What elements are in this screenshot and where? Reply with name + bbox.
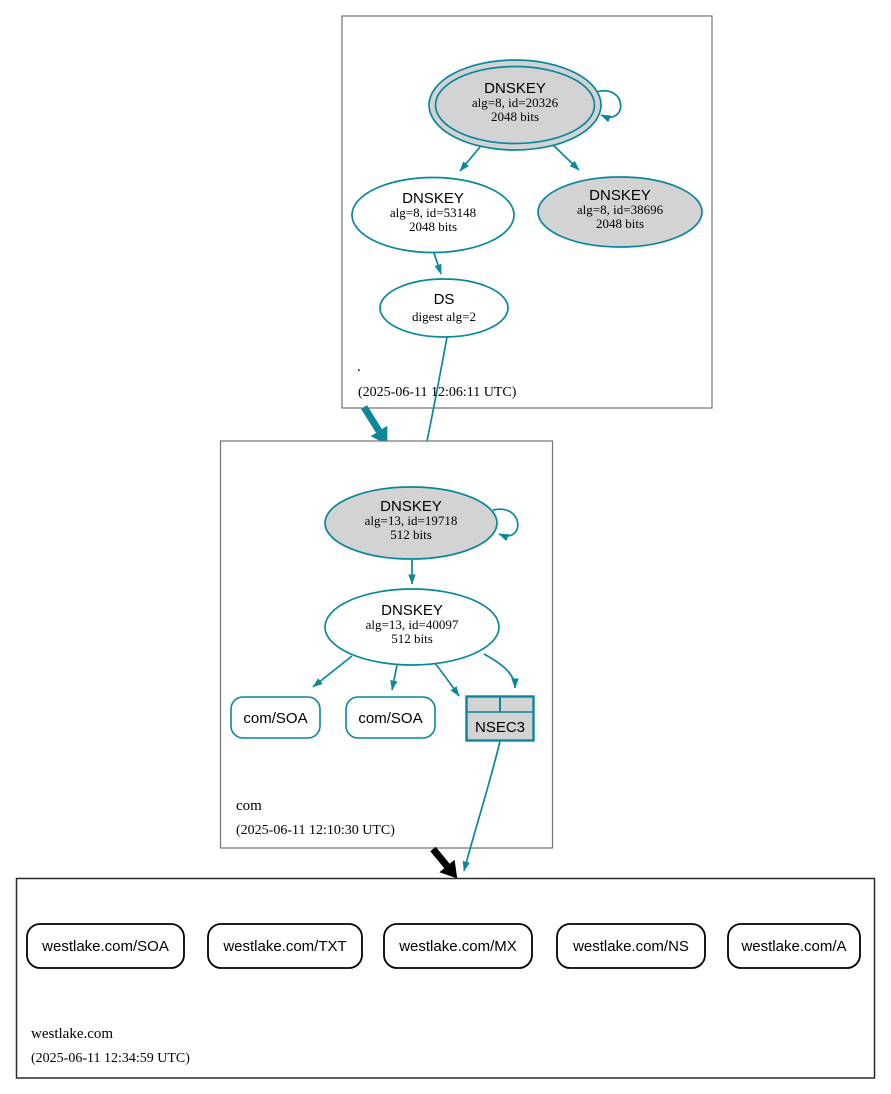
rrset-com-soa2-label: com/SOA <box>358 710 422 727</box>
zone-timestamp-root: (2025-06-11 12:06:11 UTC) <box>358 385 517 400</box>
dnskey-com-ksk-node[interactable]: DNSKEY alg=13, id=19718 512 bits <box>324 486 498 560</box>
edge-com-ksk-selfloop <box>492 508 519 542</box>
zone-label-com: com <box>236 798 262 814</box>
dnskey-com-ksk-detail1: alg=13, id=19718 <box>365 513 458 528</box>
rrset-westlake-ns-label: westlake.com/NS <box>572 938 689 955</box>
rrset-com-soa1-label: com/SOA <box>243 710 307 727</box>
rrset-westlake-a-node[interactable]: westlake.com/A <box>727 923 861 969</box>
dnskey-com-ksk-title: DNSKEY <box>380 498 442 515</box>
rrset-westlake-txt-node[interactable]: westlake.com/TXT <box>207 923 363 969</box>
edge-com-zsk-to-nsec3-right <box>483 653 519 689</box>
dnskey-root-ksk-detail2: 2048 bits <box>491 109 539 124</box>
edge-root-ksk-to-zsk <box>459 146 481 172</box>
dnskey-com-ksk-detail2: 512 bits <box>390 527 432 542</box>
rrset-westlake-ns-node[interactable]: westlake.com/NS <box>556 923 706 969</box>
dnskey-com-zsk-node[interactable]: DNSKEY alg=13, id=40097 512 bits <box>324 588 500 666</box>
dnskey-com-zsk-title: DNSKEY <box>381 602 443 619</box>
zone-timestamp-westlake: (2025-06-11 12:34:59 UTC) <box>31 1051 190 1066</box>
edge-com-zsk-to-nsec3-left <box>433 661 460 697</box>
ds-root-node[interactable]: DS digest alg=2 <box>379 278 509 338</box>
rrset-westlake-mx-node[interactable]: westlake.com/MX <box>383 923 533 969</box>
edge-com-zsk-to-soa2 <box>390 664 398 691</box>
rrset-westlake-a-label: westlake.com/A <box>740 938 846 955</box>
rrset-westlake-soa-node[interactable]: westlake.com/SOA <box>26 923 185 969</box>
dnskey-root-zsk-title: DNSKEY <box>402 190 464 207</box>
dnskey-root-ksk-detail1: alg=8, id=20326 <box>472 95 559 110</box>
dnskey-root-zsk-detail1: alg=8, id=53148 <box>390 205 476 220</box>
ds-root-title: DS <box>434 291 455 308</box>
dnskey-root-key2-detail2: 2048 bits <box>596 216 644 231</box>
edge-root-ksk-selfloop <box>595 89 622 123</box>
zone-label-westlake: westlake.com <box>31 1026 113 1042</box>
rrset-westlake-soa-label: westlake.com/SOA <box>41 938 169 955</box>
dnskey-root-ksk-node[interactable]: DNSKEY alg=8, id=20326 2048 bits <box>428 59 602 151</box>
dnskey-com-zsk-detail1: alg=13, id=40097 <box>366 617 459 632</box>
dnskey-root-key2-detail1: alg=8, id=38696 <box>577 202 664 217</box>
edge-nsec3-to-westlake <box>462 740 501 872</box>
rrset-westlake-mx-label: westlake.com/MX <box>398 938 517 955</box>
rrset-westlake-txt-label: westlake.com/TXT <box>222 938 346 955</box>
dnskey-root-ksk-title: DNSKEY <box>484 80 546 97</box>
zone-box-westlake <box>15 877 876 1079</box>
dnskey-root-zsk-node[interactable]: DNSKEY alg=8, id=53148 2048 bits <box>351 176 515 254</box>
ds-root-detail1: digest alg=2 <box>412 309 476 324</box>
dnskey-com-zsk-detail2: 512 bits <box>391 631 433 646</box>
nsec3-com-label: NSEC3 <box>475 719 525 736</box>
rrset-com-soa2-node[interactable]: com/SOA <box>345 696 436 739</box>
rrset-com-soa1-node[interactable]: com/SOA <box>230 696 321 739</box>
dnskey-root-zsk-detail2: 2048 bits <box>409 219 457 234</box>
edge-com-zsk-to-soa1 <box>312 655 353 688</box>
zone-timestamp-com: (2025-06-11 12:10:30 UTC) <box>236 823 395 838</box>
zone-label-root: . <box>357 359 361 375</box>
delegation-arrow-com-to-westlake <box>430 846 458 879</box>
delegation-arrow-root-to-com <box>361 405 388 445</box>
dnskey-root-key2-node[interactable]: DNSKEY alg=8, id=38696 2048 bits <box>537 176 703 248</box>
dnskey-root-key2-title: DNSKEY <box>589 187 651 204</box>
edge-root-zsk-to-ds <box>433 252 442 275</box>
edge-root-ksk-to-key2 <box>550 142 580 171</box>
nsec3-com-node[interactable]: NSEC3 <box>465 695 535 742</box>
